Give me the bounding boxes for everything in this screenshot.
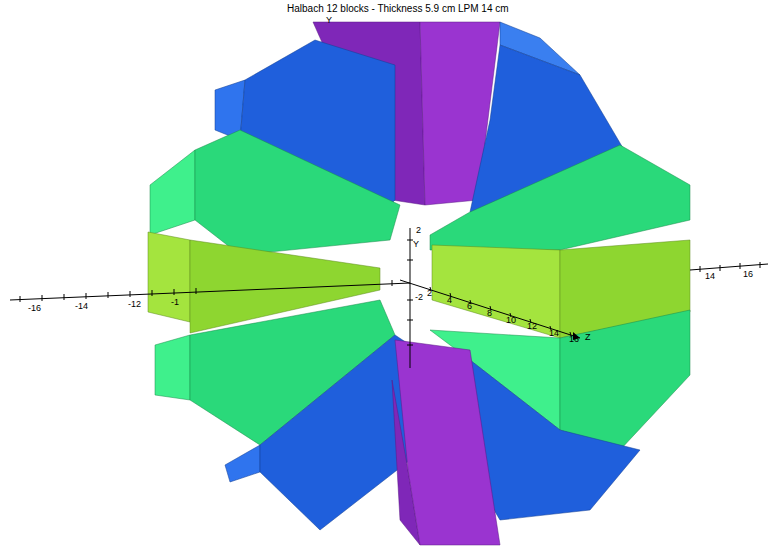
axis-tick-label: -14 [75, 302, 88, 311]
axis-tick-label: 16 [743, 270, 753, 279]
axis-tick-label: Y [326, 16, 332, 25]
axis-tick-label: 8 [487, 309, 492, 318]
magnet-block [432, 245, 560, 338]
axis-tick-label: 10 [506, 316, 516, 325]
axis-tick-label: 6 [467, 302, 472, 311]
axes [10, 228, 768, 368]
magnet-block [430, 145, 690, 250]
axis-tick-label: 16 [569, 335, 579, 344]
magnet-block [260, 335, 410, 530]
axis-tick-label: -12 [128, 300, 141, 309]
axis-tick-label: 14 [705, 272, 715, 281]
axis-tick-label: -1 [171, 298, 179, 307]
magnet-block [195, 130, 400, 255]
magnet-block [560, 310, 690, 450]
magnet-block [225, 445, 260, 482]
axis-tick-label: 2 [427, 289, 432, 298]
magnet-block [155, 335, 190, 400]
magnet-block [150, 150, 195, 235]
axis-tick-label: 14 [549, 329, 559, 338]
axis-tick-label: -16 [28, 304, 41, 313]
chart-title: Halbach 12 blocks - Thickness 5.9 cm LPM… [287, 4, 509, 14]
magnet-block [470, 360, 640, 520]
axis-tick-label: Z [585, 333, 591, 342]
axis-tick-label: -2 [415, 293, 423, 302]
axis-tick-label: 12 [527, 322, 537, 331]
axis-tick-label: 4 [447, 296, 452, 305]
axis-tick-label: 2 [416, 226, 421, 235]
magnet-block [395, 340, 500, 545]
magnet-block [148, 232, 190, 322]
axis-tick-label: Y [413, 240, 419, 249]
